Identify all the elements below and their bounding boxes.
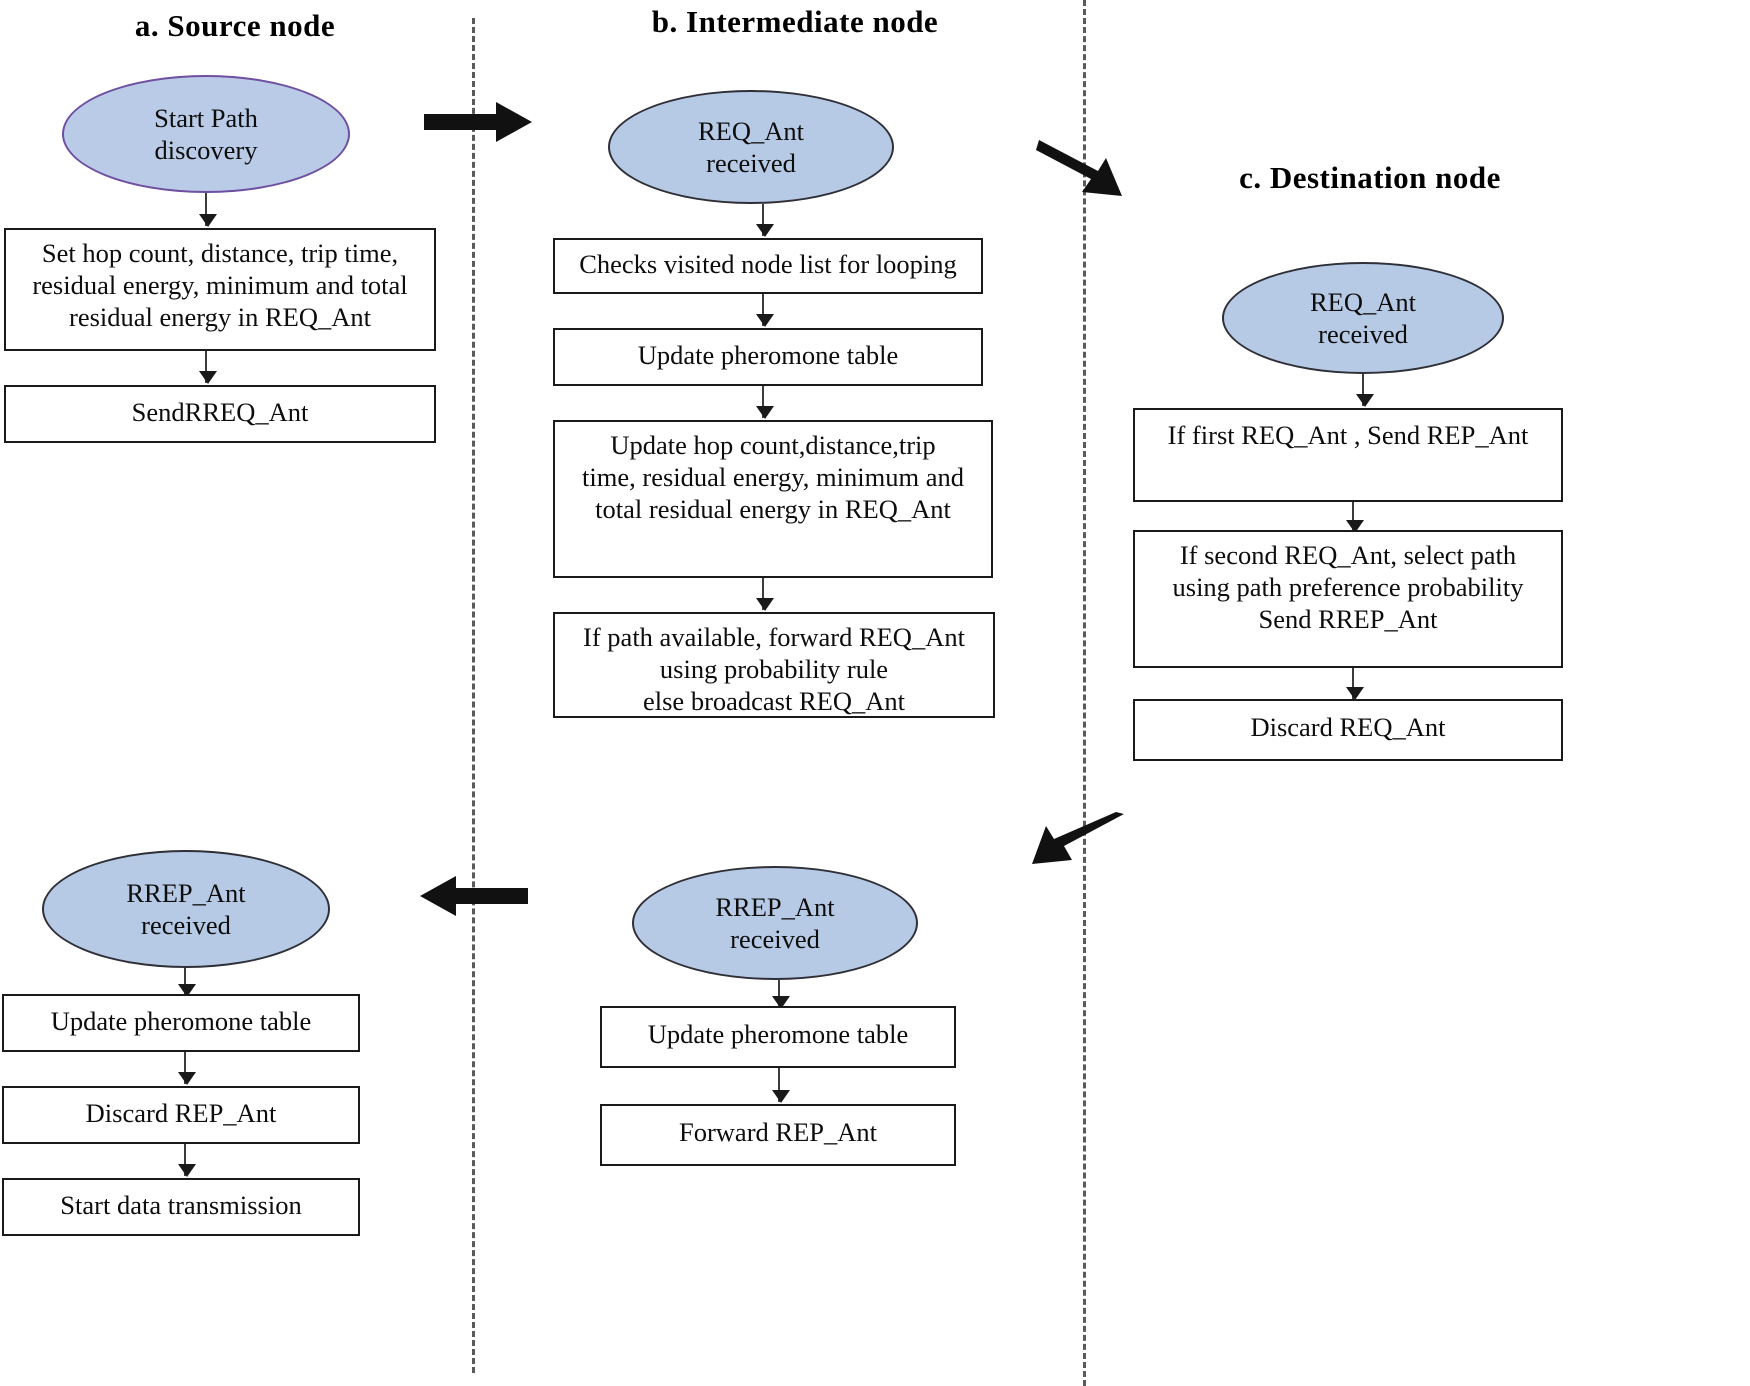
source-step-send-rreq: SendRREQ_Ant [4,385,436,443]
intermediate-step-update-pheromone: Update pheromone table [553,328,983,386]
flow-arrow-intermediate-to-source [418,874,530,918]
destination-step-discard-req-label: Discard REQ_Ant [1250,712,1446,742]
intermediate-step-check-visited-label: Checks visited node list for looping [579,249,957,279]
connector-intermediate-update-to-hopcount [755,386,774,419]
destination-step-second-req: If second REQ_Ant, select path using pat… [1133,530,1563,668]
intermediate-reply-step-update-pheromone-label: Update pheromone table [647,1019,909,1049]
intermediate-step-forward-req-label: If path available, forward REQ_Ant using… [583,622,965,716]
source-reply-step-discard-label: Discard REP_Ant [85,1098,277,1128]
source-start-label: Start Path discovery [154,102,258,165]
source-rrep-label: RREP_Ant received [126,877,246,940]
source-reply-step-discard: Discard REP_Ant [2,1086,360,1144]
intermediate-step-update-metrics-label: Update hop count,distance,trip time, res… [582,430,964,524]
intermediate-req-ellipse: REQ_Ant received [608,90,894,204]
connector-intermediate-req-to-check [755,204,774,237]
source-step-set-fields: Set hop count, distance, trip time, resi… [4,228,436,351]
source-start-ellipse: Start Path discovery [62,75,350,193]
divider-source-intermediate [472,18,475,1373]
connector-destination-second-to-discard [1345,668,1364,700]
source-step-set-fields-label: Set hop count, distance, trip time, resi… [32,238,408,332]
source-reply-step-update-pheromone-label: Update pheromone table [50,1006,312,1036]
destination-req-ellipse: REQ_Ant received [1222,262,1504,374]
source-step-send-rreq-label: SendRREQ_Ant [131,397,309,427]
source-reply-step-update-pheromone: Update pheromone table [2,994,360,1052]
destination-req-label: REQ_Ant received [1310,286,1416,349]
connector-source-step1-to-step2 [198,351,217,384]
destination-step-discard-req: Discard REQ_Ant [1133,699,1563,761]
intermediate-rrep-label: RREP_Ant received [715,891,835,954]
connector-intermediate-rrep-to-update [771,980,790,1009]
intermediate-step-check-visited: Checks visited node list for looping [553,238,983,294]
intermediate-step-update-metrics: Update hop count,distance,trip time, res… [553,420,993,578]
source-reply-step-start-transmission: Start data transmission [2,1178,360,1236]
connector-destination-first-to-second [1345,502,1364,533]
intermediate-req-label: REQ_Ant received [698,115,804,178]
intermediate-step-update-pheromone-label: Update pheromone table [637,340,899,370]
intermediate-rrep-ellipse: RREP_Ant received [632,866,918,980]
intermediate-reply-step-forward-rep: Forward REP_Ant [600,1104,956,1166]
source-rrep-ellipse: RREP_Ant received [42,850,330,968]
connector-source-rrep-to-update [177,968,196,997]
flow-arrow-destination-to-intermediate [1020,812,1132,884]
flow-arrow-source-to-intermediate [424,100,534,144]
connector-intermediate-check-to-update [755,294,774,327]
connector-source-start-to-step1 [198,193,217,227]
connector-intermediate-hopcount-to-forward [755,578,774,611]
destination-step-second-req-label: If second REQ_Ant, select path using pat… [1172,540,1524,634]
connector-destination-req-to-first [1355,374,1374,407]
destination-step-first-req: If first REQ_Ant , Send REP_Ant [1133,408,1563,502]
connector-intermediate-update-to-forward [771,1068,790,1103]
divider-intermediate-destination [1083,0,1086,1386]
connector-source-update-to-discard [177,1052,196,1085]
intermediate-step-forward-req: If path available, forward REQ_Ant using… [553,612,995,718]
intermediate-reply-step-forward-rep-label: Forward REP_Ant [678,1117,877,1147]
source-reply-step-start-transmission-label: Start data transmission [60,1190,302,1220]
column-title-destination: c. Destination node [1239,160,1501,195]
column-title-source: a. Source node [134,8,336,43]
connector-source-discard-to-transmit [177,1144,196,1177]
flow-arrow-intermediate-to-destination [1036,138,1146,200]
column-title-intermediate: b. Intermediate node [651,4,939,39]
intermediate-reply-step-update-pheromone: Update pheromone table [600,1006,956,1068]
destination-step-first-req-label: If first REQ_Ant , Send REP_Ant [1167,420,1529,450]
